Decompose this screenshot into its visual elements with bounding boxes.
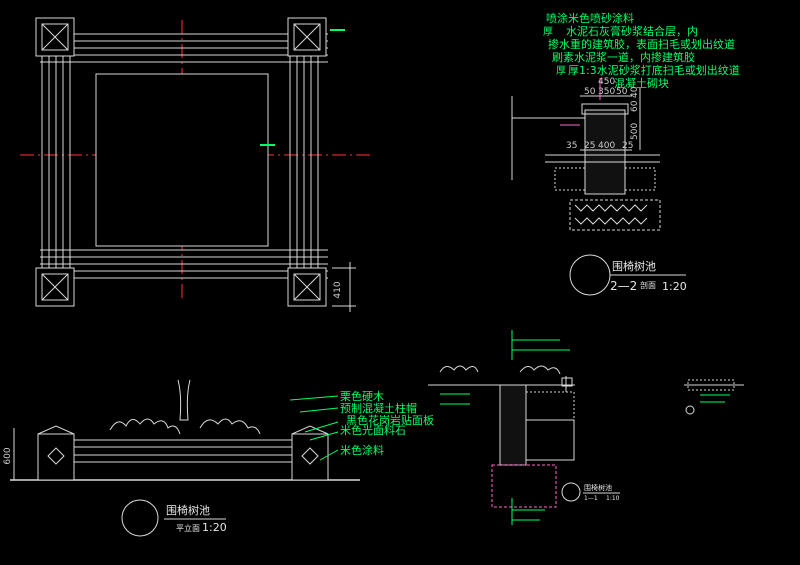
plan-title-circle <box>121 499 159 537</box>
detail-1-1-view <box>428 365 744 508</box>
section-title: 围椅树池 <box>612 259 656 273</box>
plan-view <box>20 17 370 312</box>
elevation-view <box>10 379 360 481</box>
detail-title-circle <box>561 482 581 502</box>
section-title-circle <box>569 254 611 296</box>
section-2-2-view <box>511 78 661 231</box>
elev-label-paint: 米色涂料 <box>340 443 384 457</box>
section-ref: 2—2 <box>610 279 637 293</box>
section-dim-bottom-1: 25 <box>584 141 595 151</box>
section-dim-top-1: 50 <box>584 87 596 97</box>
section-dim-35: 35 <box>566 141 577 151</box>
section-dim-bottom-2: 400 <box>598 141 615 151</box>
section-note-2: 水泥石灰膏砂浆结合层，内 <box>566 24 698 38</box>
section-subtitle: 剖面 <box>640 280 656 290</box>
section-dim-right-2: 60 <box>630 100 640 112</box>
section-note-5: 厚1:3水泥砂浆打底扫毛或划出纹道 <box>568 63 740 77</box>
plan-subtitle: 平立面 <box>176 523 200 533</box>
dim-410: 410 <box>333 281 343 298</box>
section-note-prefix-2: 厚 <box>556 65 566 77</box>
section-note-4: 刷素水泥浆一道，内掺建筑胶 <box>552 50 695 64</box>
section-dim-right-1: 40 <box>630 86 640 98</box>
detail-ref: 1—1 <box>584 495 598 502</box>
section-dim-bottom-3: 25 <box>622 141 633 151</box>
section-dim-right-3: 500 <box>630 123 640 140</box>
section-dim-top-2: 350 <box>598 87 615 97</box>
section-dim-top-3: 50 <box>616 87 628 97</box>
section-note-6: 混凝土砌块 <box>614 76 669 90</box>
plan-title: 围椅树池 <box>166 503 210 517</box>
detail-scale: 1:10 <box>606 495 620 502</box>
section-note-1: 喷涂米色喷砂涂料 <box>546 11 634 25</box>
section-dim-top-4: 450 <box>598 77 615 87</box>
detail-notes <box>440 330 730 525</box>
elev-label-hardwood: 栗色硬木 <box>340 389 384 403</box>
elev-label-stone: 米色光面料石 <box>340 423 406 437</box>
elev-label-post-cap: 预制混凝土柱帽 <box>340 401 417 415</box>
section-scale: 1:20 <box>662 280 687 293</box>
elev-label-granite: 黑色花岗岩贴面板 <box>346 413 434 427</box>
plan-scale: 1:20 <box>202 521 227 534</box>
section-note-prefix-1: 厚 <box>543 26 553 38</box>
detail-title: 围椅树池 <box>584 483 612 492</box>
section-note-3: 掺水重的建筑胶，表面扫毛或划出纹道 <box>548 37 735 51</box>
dim-600: 600 <box>3 447 13 464</box>
